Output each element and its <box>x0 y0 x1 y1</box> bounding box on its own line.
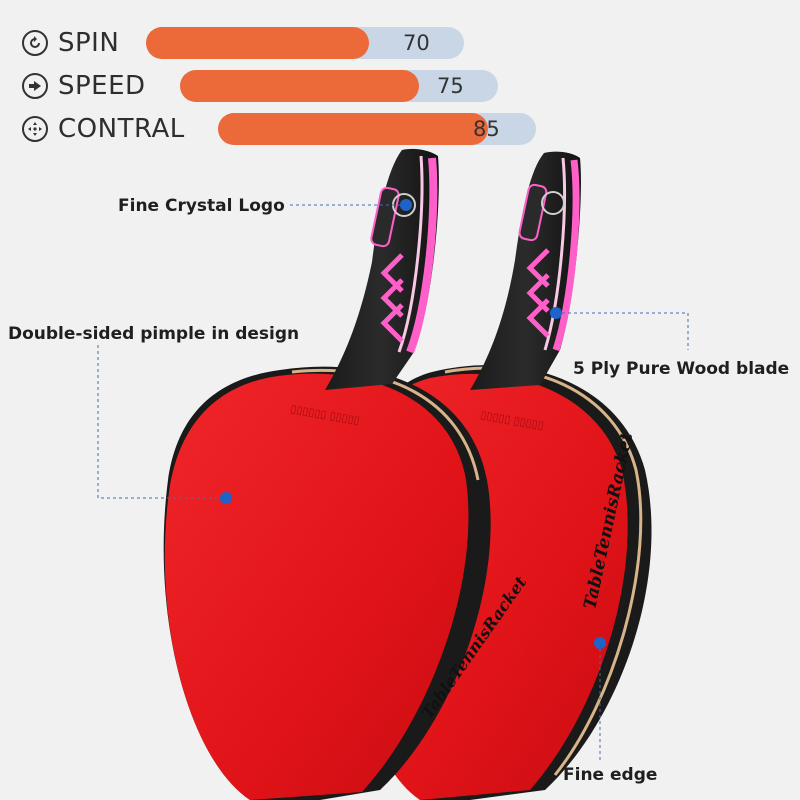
stat-row-speed: SPEED 75 <box>0 70 520 102</box>
front-racket-handle <box>325 148 439 390</box>
stat-row-spin: SPIN 70 <box>0 27 480 59</box>
callout-edge: Fine edge <box>563 765 658 785</box>
spin-fill <box>146 27 369 59</box>
spin-label: SPIN <box>58 28 120 58</box>
front-racket-rubber <box>164 373 469 800</box>
spin-track <box>146 27 464 59</box>
callout-blade: 5 Ply Pure Wood blade <box>573 359 790 379</box>
logo-marker <box>400 199 412 211</box>
edge-marker <box>594 637 606 649</box>
speed-value: 75 <box>437 74 464 98</box>
back-racket-handle <box>470 151 581 390</box>
stat-row-control: CONTRAL 85 <box>0 113 560 145</box>
speed-fill <box>180 70 419 102</box>
spin-value: 70 <box>403 31 430 55</box>
blade-marker <box>550 307 562 319</box>
blade-leader-line <box>556 312 689 350</box>
speed-icon <box>22 73 48 99</box>
control-value: 85 <box>473 117 500 141</box>
front-racket: ▯▯▯▯▯▯ ▯▯▯▯▯ TableTennisRacket <box>163 148 531 800</box>
control-track <box>218 113 536 145</box>
callout-lines <box>97 204 689 760</box>
callout-logo: Fine Crystal Logo <box>118 196 285 216</box>
rubber-leader-line <box>97 345 226 499</box>
speed-label: SPEED <box>58 71 146 101</box>
speed-track <box>180 70 498 102</box>
control-label: CONTRAL <box>58 114 185 144</box>
spin-icon <box>22 30 48 56</box>
callout-rubber: Double-sided pimple in design <box>8 324 300 344</box>
control-icon <box>22 116 48 142</box>
rubber-marker <box>220 492 232 504</box>
control-fill <box>218 113 489 145</box>
